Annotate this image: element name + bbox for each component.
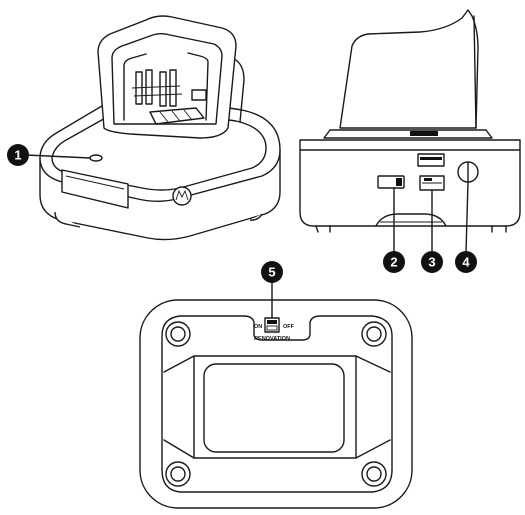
- svg-text:5: 5: [268, 265, 275, 280]
- charger-front-view: [39, 15, 281, 241]
- charging-contacts: [131, 69, 183, 107]
- charger-rear-view: [299, 9, 521, 233]
- label-plate: [203, 363, 345, 453]
- callout-4: 4: [455, 251, 477, 273]
- callout-2: 2: [383, 251, 405, 273]
- rubber-feet: [165, 321, 387, 487]
- svg-text:1: 1: [14, 148, 21, 163]
- switch-label-off: OFF: [283, 324, 295, 330]
- switch-label-on: ON: [254, 324, 262, 330]
- svg-text:2: 2: [390, 255, 397, 270]
- charger-bottom-view: ON OFF RENOVATION: [139, 299, 413, 509]
- leader-lines: [25, 154, 469, 319]
- callout-1: 1: [7, 144, 29, 166]
- switch-caption: RENOVATION: [254, 336, 290, 342]
- svg-text:4: 4: [462, 255, 470, 270]
- svg-text:3: 3: [428, 255, 435, 270]
- callout-5: 5: [261, 261, 283, 283]
- callout-3: 3: [421, 251, 443, 273]
